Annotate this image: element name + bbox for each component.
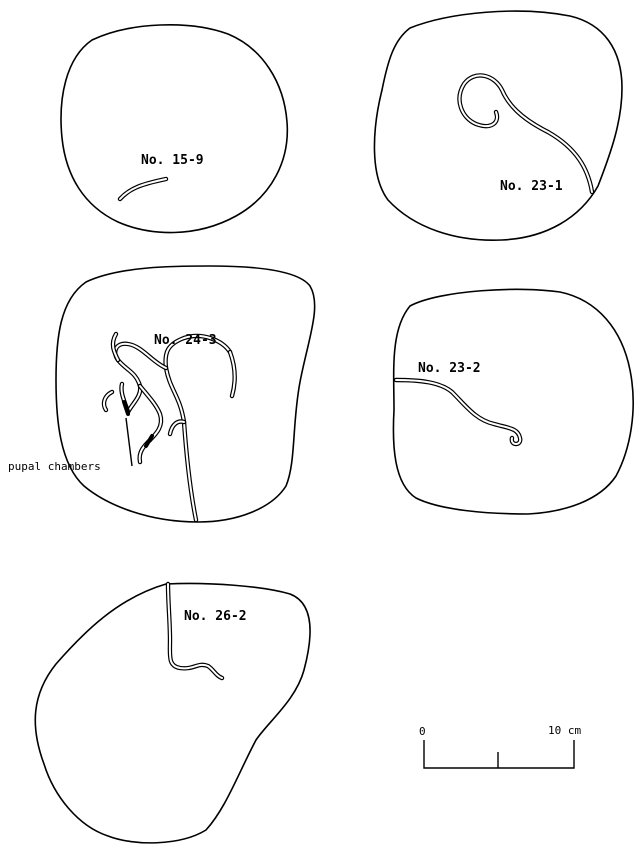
specimen-26-2: No. 26-2 [35,583,310,842]
specimen-15-9-tunnel [120,179,166,199]
specimen-26-2-label: No. 26-2 [184,609,247,624]
specimen-23-1: No. 23-1 [374,11,622,240]
specimen-24-3-label: No. 24-3 [154,333,217,348]
specimen-15-9-outline [61,25,287,233]
specimen-23-1-outline [374,11,622,240]
specimen-15-9-label: No. 15-9 [141,153,204,168]
specimen-26-2-outline [35,583,310,842]
specimen-26-2-tunnel [168,584,222,678]
specimen-24-3-tunnels [104,334,235,520]
scale-bar: 0 10 cm [419,724,581,768]
specimen-23-1-label: No. 23-1 [500,179,563,194]
specimen-15-9: No. 15-9 [61,25,287,233]
specimen-23-1-tunnel [460,75,592,192]
specimen-23-2: No. 23-2 [393,289,633,514]
specimen-23-2-tunnel [396,380,520,444]
specimen-23-2-outline [393,289,633,514]
scale-bar-start-label: 0 [419,725,426,738]
specimen-23-2-label: No. 23-2 [418,361,481,376]
scale-bar-end-label: 10 cm [548,724,581,737]
pupal-chambers-annotation: pupal chambers [8,460,101,473]
specimen-24-3: No. 24-3 pupal chambers [8,266,315,522]
specimen-24-3-outline [56,266,315,522]
